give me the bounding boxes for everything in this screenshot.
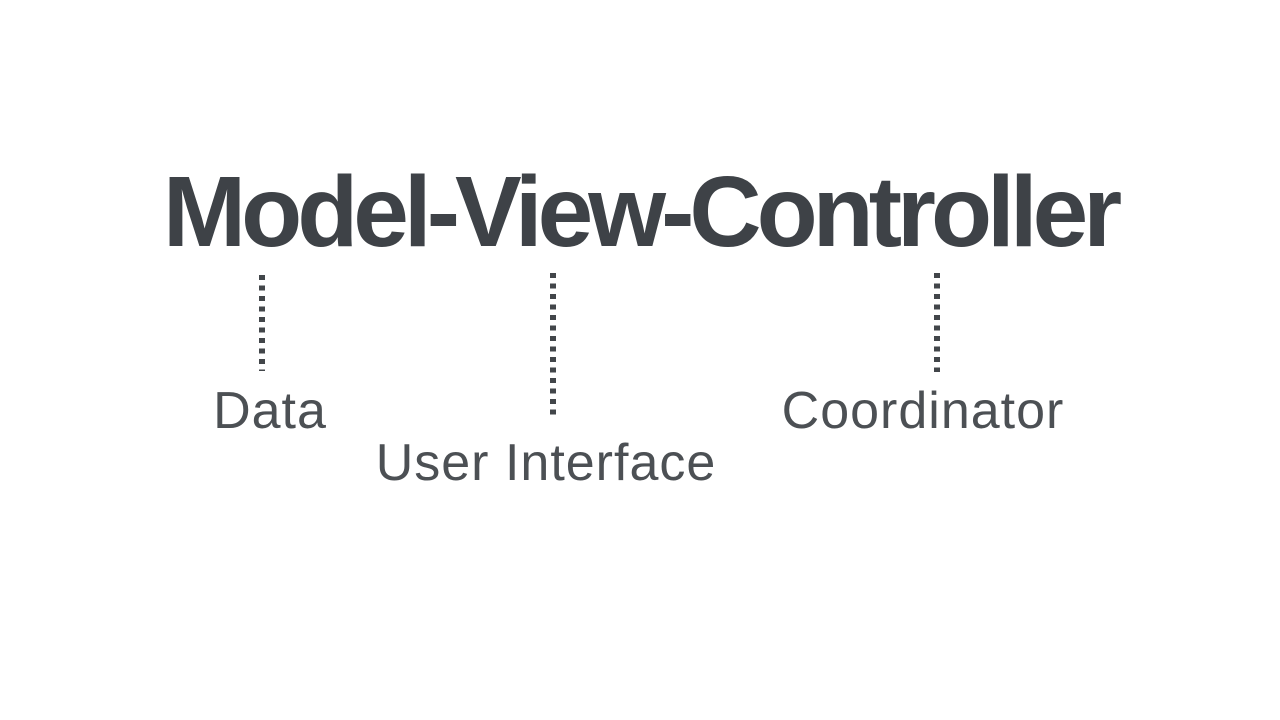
dotted-connector-controller (934, 273, 940, 372)
label-controller-meaning: Coordinator (781, 382, 1065, 440)
dotted-connector-model (259, 275, 265, 371)
label-view-meaning: User Interface (375, 434, 717, 492)
label-model-meaning: Data (213, 382, 327, 440)
diagram-title: Model-View-Controller (162, 156, 1122, 268)
dotted-connector-view (550, 273, 556, 420)
